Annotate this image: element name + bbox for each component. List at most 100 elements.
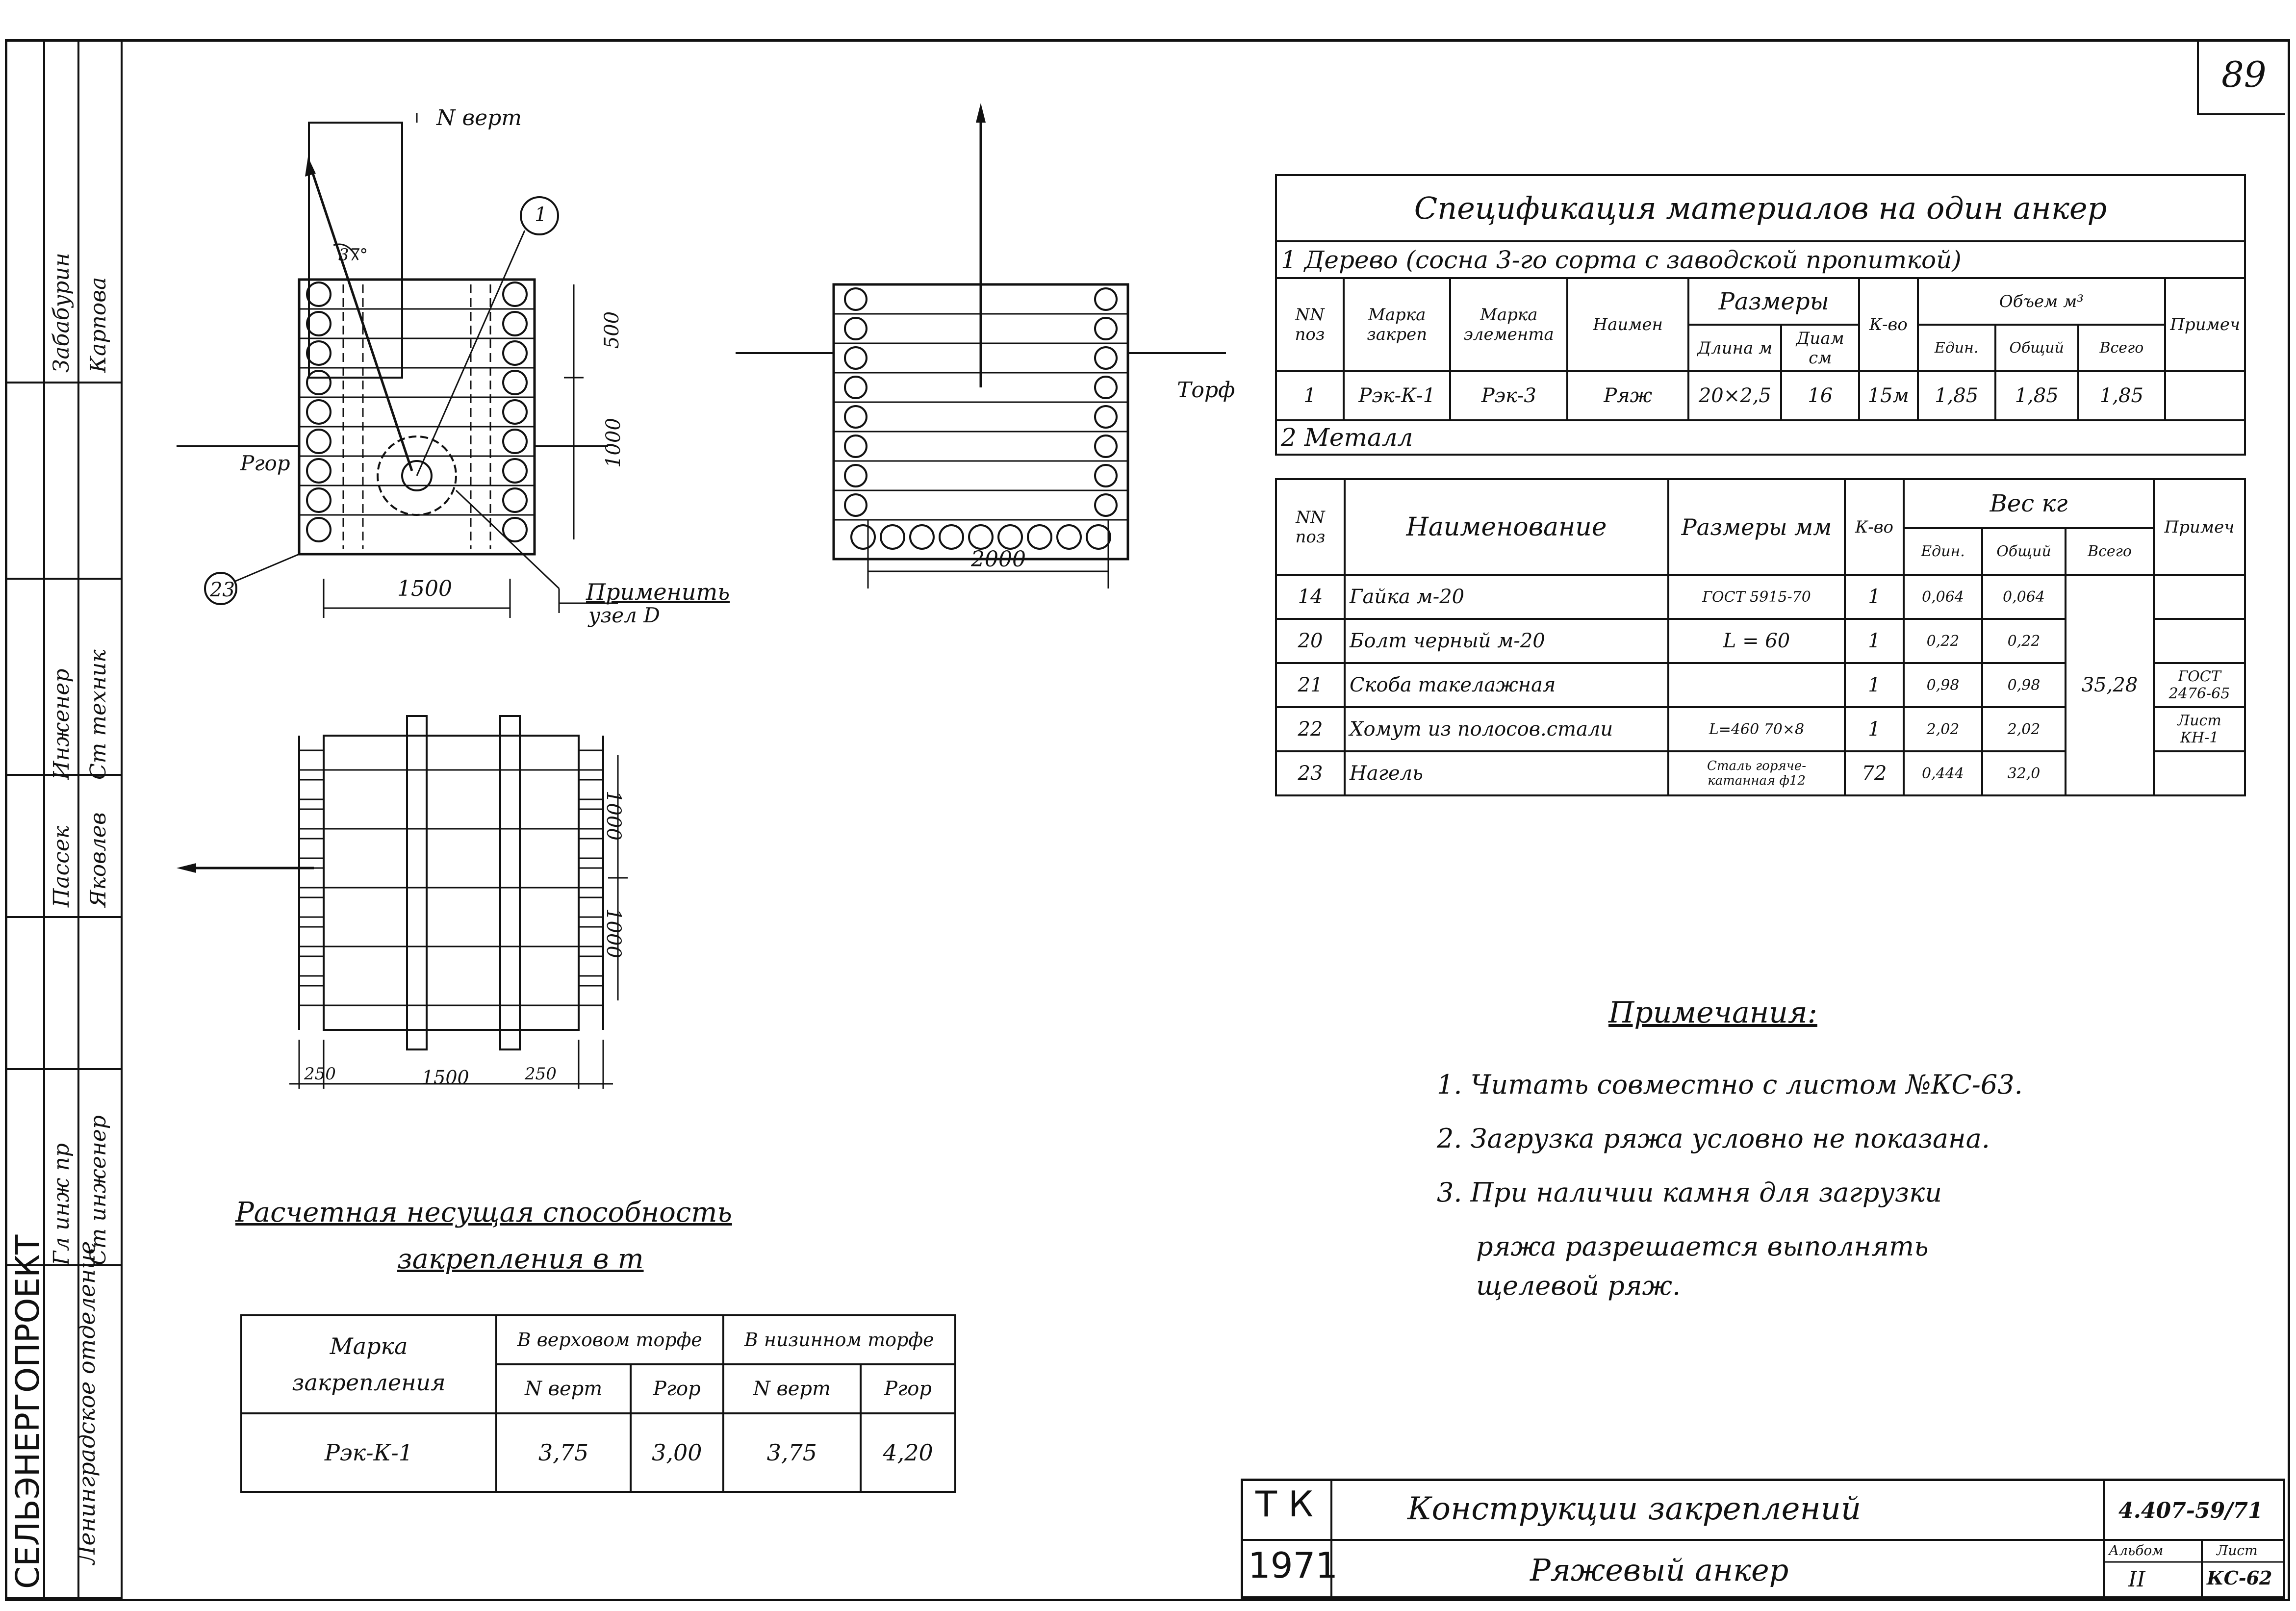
spec-h-mark-el: Марка элемента (1449, 277, 1569, 372)
note-item: щелевой ряж. (1476, 1270, 1681, 1301)
plan-top-drawing (177, 113, 618, 618)
metal-pos: 20 (1275, 618, 1346, 664)
spec-cell: Ряж (1566, 370, 1690, 421)
metal-total: 0,22 (1981, 618, 2066, 664)
title-block-album-label: Альбом (2109, 1542, 2164, 1559)
spec-cell: 20×2,5 (1687, 370, 1783, 421)
cap-h-mark-1: Марка (330, 1333, 408, 1359)
plan-top-callout-23: 23 (210, 579, 235, 601)
metal-size (1667, 662, 1846, 708)
metal-size: L=460 70×8 (1667, 706, 1846, 752)
plan-bottom-dim-250a: 250 (304, 1064, 336, 1084)
metal-unit: 2,02 (1903, 706, 1983, 752)
spec-cell: 1 (1275, 370, 1345, 421)
metal-name: Нагель (1344, 750, 1669, 796)
spec-h-unit: Един. (1916, 324, 1996, 372)
metal-h-qty: К-во (1844, 478, 1905, 576)
title-block-lines (1241, 1479, 2285, 1599)
metal-note: Лист КН-1 (2153, 706, 2246, 752)
metal-total: 0,98 (1981, 662, 2066, 708)
spec-title: Спецификация материалов на один анкер (1275, 174, 2246, 242)
metal-note (2153, 574, 2246, 620)
metal-size: Сталь горяче-катанная ф12 (1667, 750, 1846, 796)
capacity-table: Марка закрепления В верховом торфе В низ… (240, 1314, 957, 1493)
cap-h-rgor: Pгор (860, 1363, 956, 1414)
plan-bottom-dim-250b: 250 (525, 1064, 557, 1084)
spec-table: Спецификация материалов на один анкер 1 … (1275, 174, 2246, 456)
metal-pos: 23 (1275, 750, 1346, 796)
spec-cell: Рэк-К-1 (1342, 370, 1452, 421)
side-stamp-lines (5, 39, 123, 1599)
metal-qty: 1 (1844, 618, 1905, 664)
capacity-title-1: Расчетная несущая способность (235, 1197, 732, 1228)
metal-total: 2,02 (1981, 706, 2066, 752)
metal-h-unit: Един. (1903, 527, 1983, 576)
plan-top-dim-1500: 1500 (397, 576, 452, 601)
metal-pos: 22 (1275, 706, 1346, 752)
spec-cell: 16 (1780, 370, 1861, 421)
spec-cell (2164, 370, 2246, 421)
capacity-title-2: закрепления в т (397, 1243, 644, 1275)
metal-h-total: Общий (1981, 527, 2066, 576)
title-block-tk: Т К (1255, 1483, 1313, 1525)
metal-row: 20 Болт черный м-20 L = 60 1 0,22 0,22 (1275, 618, 2246, 664)
cap-cell: 3,75 (495, 1412, 632, 1493)
elevation-peat-label: Торф (1177, 378, 1235, 403)
plan-bottom-dim-1500: 1500 (422, 1067, 469, 1088)
metal-total: 32,0 (1981, 750, 2066, 796)
page-number: 89 (2221, 54, 2267, 95)
metal-h-pos: NN поз (1275, 478, 1346, 576)
spec-h-total: Общий (1994, 324, 2079, 372)
metal-h-note: Примеч (2153, 478, 2246, 576)
metal-unit: 0,064 (1903, 574, 1983, 620)
spec-h-name: Наимен (1566, 277, 1690, 372)
title-block-title-1: Конструкции закреплений (1407, 1491, 1862, 1527)
plan-bottom-dim-1000a: 1000 (602, 791, 625, 841)
elevation-dim-2000: 2000 (971, 547, 1026, 572)
plan-top-apply-label-1: Применить (586, 579, 730, 605)
metal-h-sizes: Размеры мм (1667, 478, 1846, 576)
metal-note (2153, 618, 2246, 664)
metal-unit: 0,444 (1903, 750, 1983, 796)
plan-top-rgor-label: Pгор (240, 451, 290, 475)
metal-name: Хомут из полосов.стали (1344, 706, 1669, 752)
title-block (1241, 1479, 2285, 1599)
title-block-code: 4.407-59/71 (2118, 1498, 2263, 1523)
plan-top-dim-1000: 1000 (602, 418, 625, 468)
spec-h-len: Длина м (1687, 324, 1783, 372)
metal-pos: 21 (1275, 662, 1346, 708)
note-item: ряжа разрешается выполнять (1476, 1231, 1929, 1262)
title-block-sheet-no: КС-62 (2207, 1567, 2272, 1589)
title-block-sheet-label: Лист (2217, 1542, 2258, 1559)
spec-h-mark-fix: Марка закреп (1342, 277, 1452, 372)
spec-h-all: Всего (2077, 324, 2167, 372)
metal-all: 35,28 (2065, 574, 2155, 796)
metal-name: Болт черный м-20 (1344, 618, 1669, 664)
elevation-drawing (736, 103, 1226, 588)
metal-qty: 1 (1844, 706, 1905, 752)
note-item: 2. Загрузка ряжа условно не показана. (1437, 1123, 1990, 1154)
metal-h-all: Всего (2065, 527, 2155, 576)
cap-h-mark-2: закрепления (292, 1369, 446, 1396)
cap-cell: 3,00 (630, 1412, 724, 1493)
metal-note (2153, 750, 2246, 796)
cap-h-nvert: N верт (495, 1363, 632, 1414)
note-item: 1. Читать совместно с листом №КС-63. (1437, 1069, 2023, 1100)
cap-cell: Рэк-К-1 (240, 1412, 497, 1493)
plan-top-angle-label: 37° (338, 245, 368, 265)
spec-h-volume: Объем м³ (1916, 277, 2167, 326)
metal-qty: 72 (1844, 750, 1905, 796)
spec-h-sizes: Размеры (1687, 277, 1861, 326)
plan-bottom-drawing (177, 715, 628, 1089)
title-block-year: 1971 (1248, 1545, 1338, 1586)
plan-bottom-dim-1000b: 1000 (602, 908, 625, 958)
notes-title: Примечания: (1608, 996, 1817, 1030)
plan-top-apply-label-2: узел D (588, 603, 660, 627)
metal-h-name: Наименование (1344, 478, 1669, 576)
spec-wood-row: 1 Рэк-К-1 Рэк-3 Ряж 20×2,5 16 15м 1,85 1… (1275, 370, 2246, 421)
spec-h-pos: NN поз (1275, 277, 1345, 372)
metal-row: 14 Гайка м-20 ГОСТ 5915-70 1 0,064 0,064… (1275, 574, 2246, 796)
cap-h-nvert: N верт (722, 1363, 862, 1414)
plan-top-dim-500: 500 (601, 311, 624, 349)
